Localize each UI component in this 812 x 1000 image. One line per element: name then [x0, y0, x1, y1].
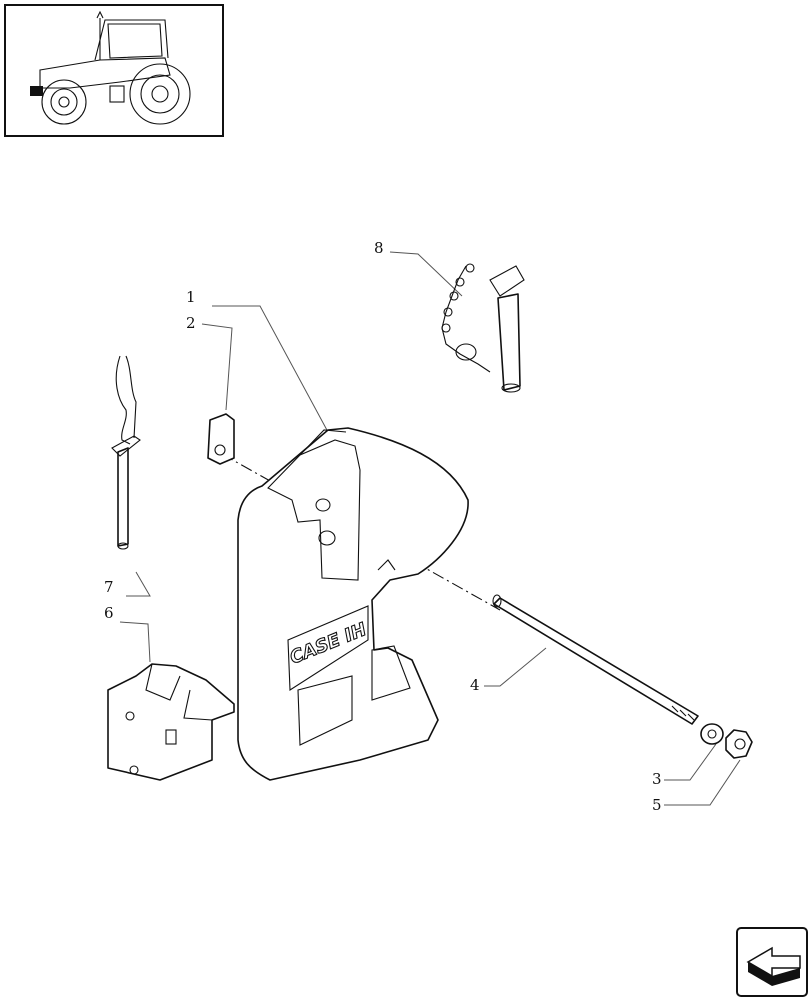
callout-8: 8 [374, 239, 384, 257]
page-arrow-icon[interactable] [736, 927, 808, 997]
nut-part[interactable] [725, 729, 753, 759]
support-bracket-part[interactable] [107, 663, 235, 781]
callout-5: 5 [652, 796, 662, 814]
callout-labels: 1 2 3 4 5 6 7 8 [104, 239, 662, 814]
callout-4: 4 [470, 676, 480, 694]
callout-2: 2 [186, 314, 196, 332]
callout-6: 6 [104, 604, 114, 622]
callout-1: 1 [186, 288, 196, 306]
callout-7: 7 [104, 578, 114, 596]
bushing-part[interactable] [207, 413, 235, 465]
long-bolt-part[interactable] [492, 594, 699, 725]
callout-3: 3 [652, 770, 662, 788]
pin-with-chain-part[interactable] [441, 263, 525, 393]
washer-part[interactable] [700, 723, 724, 745]
linch-pin-part[interactable] [111, 355, 141, 550]
leader-lines [119, 251, 741, 806]
tractor-thumbnail-icon[interactable] [4, 4, 224, 137]
ballast-weight-part[interactable]: CASE IH [237, 427, 469, 781]
